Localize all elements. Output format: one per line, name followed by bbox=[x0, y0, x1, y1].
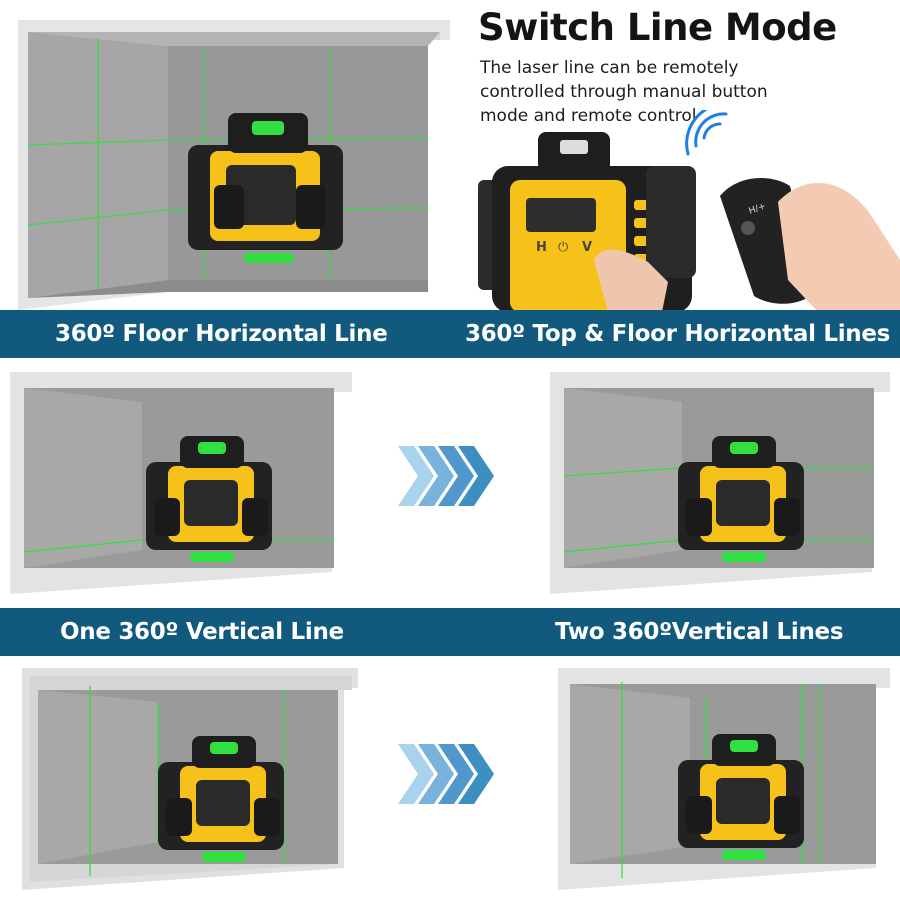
scene-vertical-one bbox=[22, 668, 358, 890]
device-remote-illustration: H ⏻ V H/+ bbox=[478, 110, 900, 312]
page-title: Switch Line Mode bbox=[478, 6, 837, 49]
label-top-floor-horizontal-lines: 360º Top & Floor Horizontal Lines bbox=[465, 321, 891, 347]
scene-vertical-single-a bbox=[10, 372, 352, 594]
label-two-vertical-lines: Two 360ºVertical Lines bbox=[555, 619, 844, 645]
scene-floor-horizontal bbox=[18, 20, 450, 310]
label-one-vertical-line: One 360º Vertical Line bbox=[60, 619, 344, 645]
label-floor-horizontal-line: 360º Floor Horizontal Line bbox=[55, 321, 388, 347]
h-button-label: H bbox=[536, 240, 547, 255]
mode-band-vertical: One 360º Vertical Line Two 360ºVertical … bbox=[0, 608, 900, 656]
scene-vertical-two bbox=[558, 668, 890, 890]
mode-band-horizontal: 360º Floor Horizontal Line 360º Top & Fl… bbox=[0, 310, 900, 358]
power-button-label: ⏻ bbox=[558, 240, 568, 255]
wifi-signal-icon bbox=[685, 110, 728, 156]
v-button-label: V bbox=[582, 240, 592, 255]
chevron-arrow-icon bbox=[398, 744, 494, 804]
scene-vertical-single-b bbox=[550, 372, 890, 594]
chevron-arrow-icon bbox=[398, 446, 494, 506]
mode-description: The laser line can be remotely controlle… bbox=[480, 58, 768, 126]
